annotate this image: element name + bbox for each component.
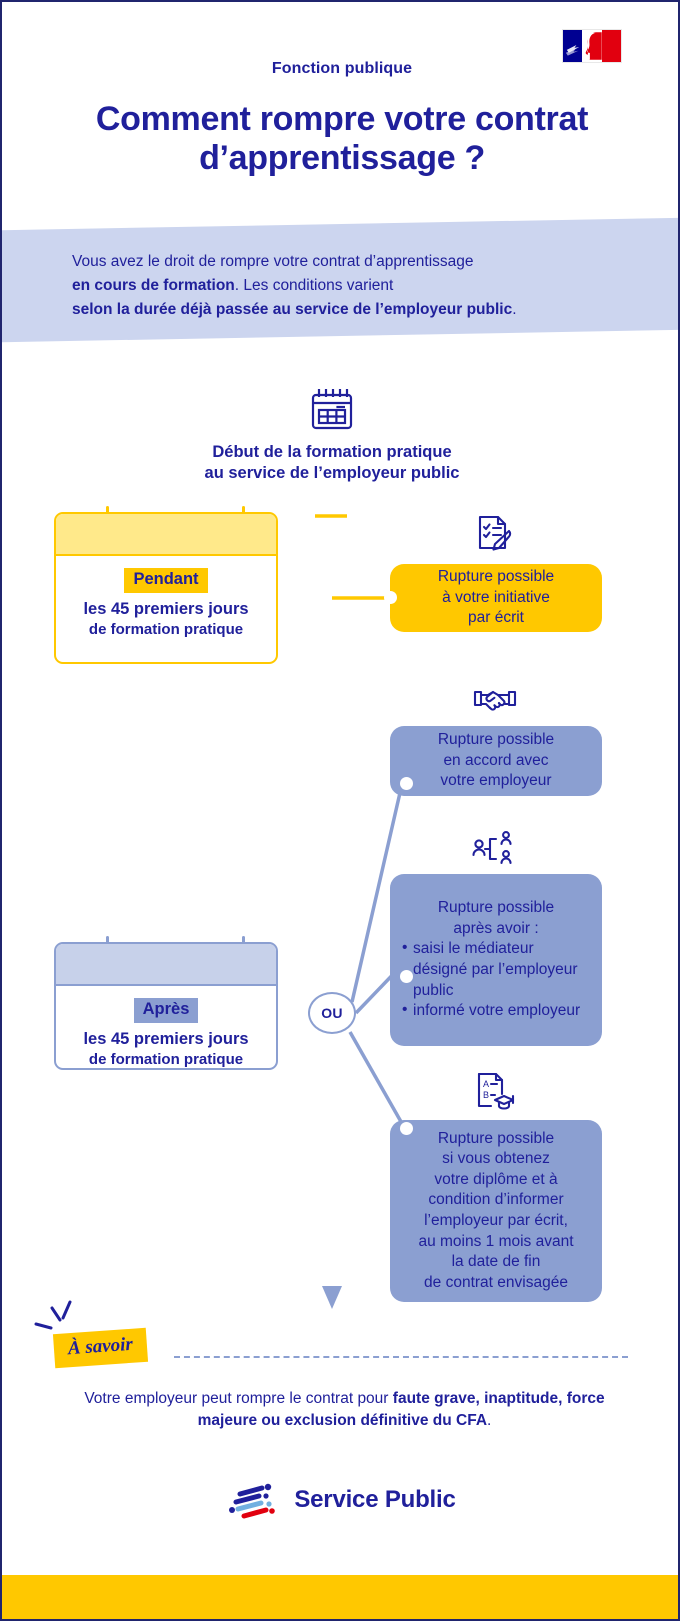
handshake-icon <box>473 690 517 711</box>
intro-line-1: Vous avez le droit de rompre votre contr… <box>72 253 474 270</box>
a-savoir-text: Votre employeur peut rompre le contrat p… <box>72 1388 617 1433</box>
diploma-graduation-icon: A B <box>477 1072 515 1110</box>
outcome-bullet-2-mediateur: informé votre employeur <box>402 1000 590 1022</box>
a-savoir-text-bold: faute grave, inaptitude, force majeure o… <box>197 1390 605 1430</box>
marianne-profile-icon <box>585 32 602 60</box>
period-line-1-apres: les 45 premiers jours <box>83 1029 249 1048</box>
footer-brand: Service Public <box>2 1480 678 1520</box>
period-card-apres: Après les 45 premiers jours de formation… <box>54 942 278 1070</box>
calendar-band-pendant <box>56 514 276 556</box>
outcome-line-2-mediateur: après avoir : <box>453 919 539 937</box>
intro-line-3: . <box>512 301 517 319</box>
outcome-text-initiative: Rupture possible à votre initiative par … <box>402 567 590 629</box>
service-public-logo-icon <box>229 1483 276 1519</box>
outcome-line-2-diplome: si vous obtenez <box>442 1150 550 1168</box>
timeline-heading: Début de la formation pratique au servic… <box>102 442 562 483</box>
a-savoir-text-post: . <box>487 1412 492 1430</box>
outcome-box-initiative: Rupture possible à votre initiative par … <box>390 564 602 632</box>
svg-text:A: A <box>483 1079 489 1089</box>
footer-brand-name: Service Public <box>294 1486 456 1513</box>
outcome-line-3-accord: votre employeur <box>440 772 552 790</box>
connector-dot-mediateur <box>400 970 413 983</box>
a-savoir-text-pre: Votre employeur peut rompre le contrat p… <box>84 1390 393 1407</box>
outcome-line-5-diplome: l’employeur par écrit, <box>424 1212 568 1229</box>
outcome-line-3-initiative: par écrit <box>468 609 524 627</box>
outcome-box-accord: Rupture possible en accord avec votre em… <box>390 726 602 796</box>
footer-accent-strip <box>2 1575 678 1619</box>
a-savoir-divider <box>174 1356 628 1358</box>
period-card-body-pendant: Pendant les 45 premiers jours de formati… <box>56 556 276 640</box>
outcome-line-2-initiative: à votre initiative <box>442 588 550 606</box>
outcome-line-1-diplome: Rupture possible <box>437 1129 555 1147</box>
period-card-body-apres: Après les 45 premiers jours de formation… <box>56 986 276 1069</box>
outcome-box-diplome: Rupture possible si vous obtenez votre d… <box>390 1120 602 1302</box>
marianne-silhouette-icon <box>565 45 580 56</box>
svg-text:B: B <box>483 1090 489 1100</box>
mediator-people-icon <box>472 831 512 865</box>
outcome-line-2-accord: en accord avec <box>443 751 549 769</box>
outcome-bullets-mediateur: saisi le médiateur désigné par l’employe… <box>402 938 590 1022</box>
connector-dot-diplome <box>400 1122 413 1135</box>
flag-white-band <box>582 30 602 62</box>
flag-red-band <box>601 30 621 62</box>
page-title: Comment rompre votre contrat d’apprentis… <box>95 100 589 178</box>
outcome-line-1-accord: Rupture possible <box>437 731 555 749</box>
intro-bold-1: en cours de formation <box>72 277 235 295</box>
outcome-text-mediateur: Rupture possible après avoir : saisi le … <box>402 898 590 1022</box>
outcome-text-diplome: Rupture possible si vous obtenez votre d… <box>402 1129 590 1294</box>
outcome-box-mediateur: Rupture possible après avoir : saisi le … <box>390 874 602 1046</box>
connector-dot-accord <box>400 777 413 790</box>
outcome-line-6-diplome: au moins 1 mois avant <box>418 1232 574 1250</box>
intro-paragraph: Vous avez le droit de rompre votre contr… <box>72 250 632 322</box>
page-eyebrow: Fonction publique <box>271 60 413 77</box>
a-savoir-badge: À savoir <box>52 1327 149 1369</box>
flag-blue-band <box>563 30 583 62</box>
calendar-band-apres <box>56 944 276 986</box>
period-text-apres: les 45 premiers jours de formation prati… <box>56 1029 276 1069</box>
document-check-pencil-icon <box>478 515 512 551</box>
period-line-1-pendant: les 45 premiers jours <box>83 599 249 618</box>
period-chip-pendant: Pendant <box>124 568 208 593</box>
sparkle-burst-icon <box>34 1300 72 1330</box>
outcome-text-accord: Rupture possible en accord avec votre em… <box>402 730 590 792</box>
calendar-icon <box>311 389 353 430</box>
or-junction-node: OU <box>308 992 356 1034</box>
outcome-line-8-diplome: de contrat envisagée <box>424 1273 568 1291</box>
intro-line-2: . Les conditions varient <box>234 277 394 295</box>
period-card-pendant: Pendant les 45 premiers jours de formati… <box>54 512 278 664</box>
connector-dot-initiative <box>384 591 397 604</box>
french-flag-logo <box>563 30 621 62</box>
outcome-line-3-diplome: votre diplôme et à <box>434 1170 558 1188</box>
timeline-heading-line-1: Début de la formation pratique <box>212 443 452 461</box>
period-line-2-pendant: de formation pratique <box>88 621 244 639</box>
period-chip-apres: Après <box>133 998 199 1023</box>
outcome-line-1-initiative: Rupture possible <box>437 568 555 586</box>
period-text-pendant: les 45 premiers jours de formation prati… <box>56 599 276 640</box>
period-line-2-apres: de formation pratique <box>88 1051 244 1069</box>
timeline-heading-line-2: au service de l’employeur public <box>204 463 460 482</box>
outcome-line-4-diplome: condition d’informer <box>428 1191 564 1209</box>
intro-bold-2: selon la durée déjà passée au service de… <box>72 301 513 319</box>
outcome-bullet-1-mediateur: saisi le médiateur désigné par l’employe… <box>402 938 590 1001</box>
outcome-line-1-mediateur: Rupture possible <box>437 899 555 917</box>
outcome-line-7-diplome: la date de fin <box>451 1253 541 1271</box>
